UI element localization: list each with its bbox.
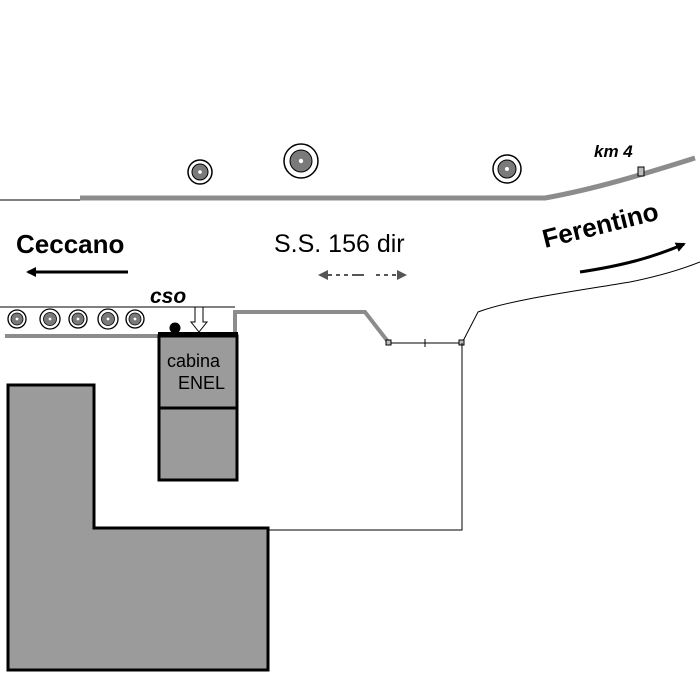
cso-label: cso [150,285,186,308]
town-label-ferentino: Ferentino [539,196,661,254]
tree-icon [97,308,119,330]
tree-icon [283,143,319,179]
arrow-right-icon [579,242,686,274]
tree-icon [68,309,88,329]
down-arrow-icon [189,306,209,333]
road-south-edge-right [461,261,700,344]
fence-post [385,339,392,346]
tree-icon [7,309,27,329]
km-marker-icon [637,166,645,177]
property-boundary [268,343,463,531]
building [6,383,270,672]
cso-point [169,322,181,334]
tree-icon [492,154,522,184]
km-label: km 4 [594,142,633,161]
road-north-edge [80,155,696,201]
cabin-label-line1: cabina [167,351,221,371]
town-label-ceccano: Ceccano [16,229,124,259]
road-label: S.S. 156 dir [274,230,405,258]
cabin-label-line2: ENEL [178,373,225,393]
road-south-edge-grey [233,310,391,345]
tree-icon [187,159,213,185]
tree-icon [39,308,61,330]
tree-icon [125,309,145,329]
